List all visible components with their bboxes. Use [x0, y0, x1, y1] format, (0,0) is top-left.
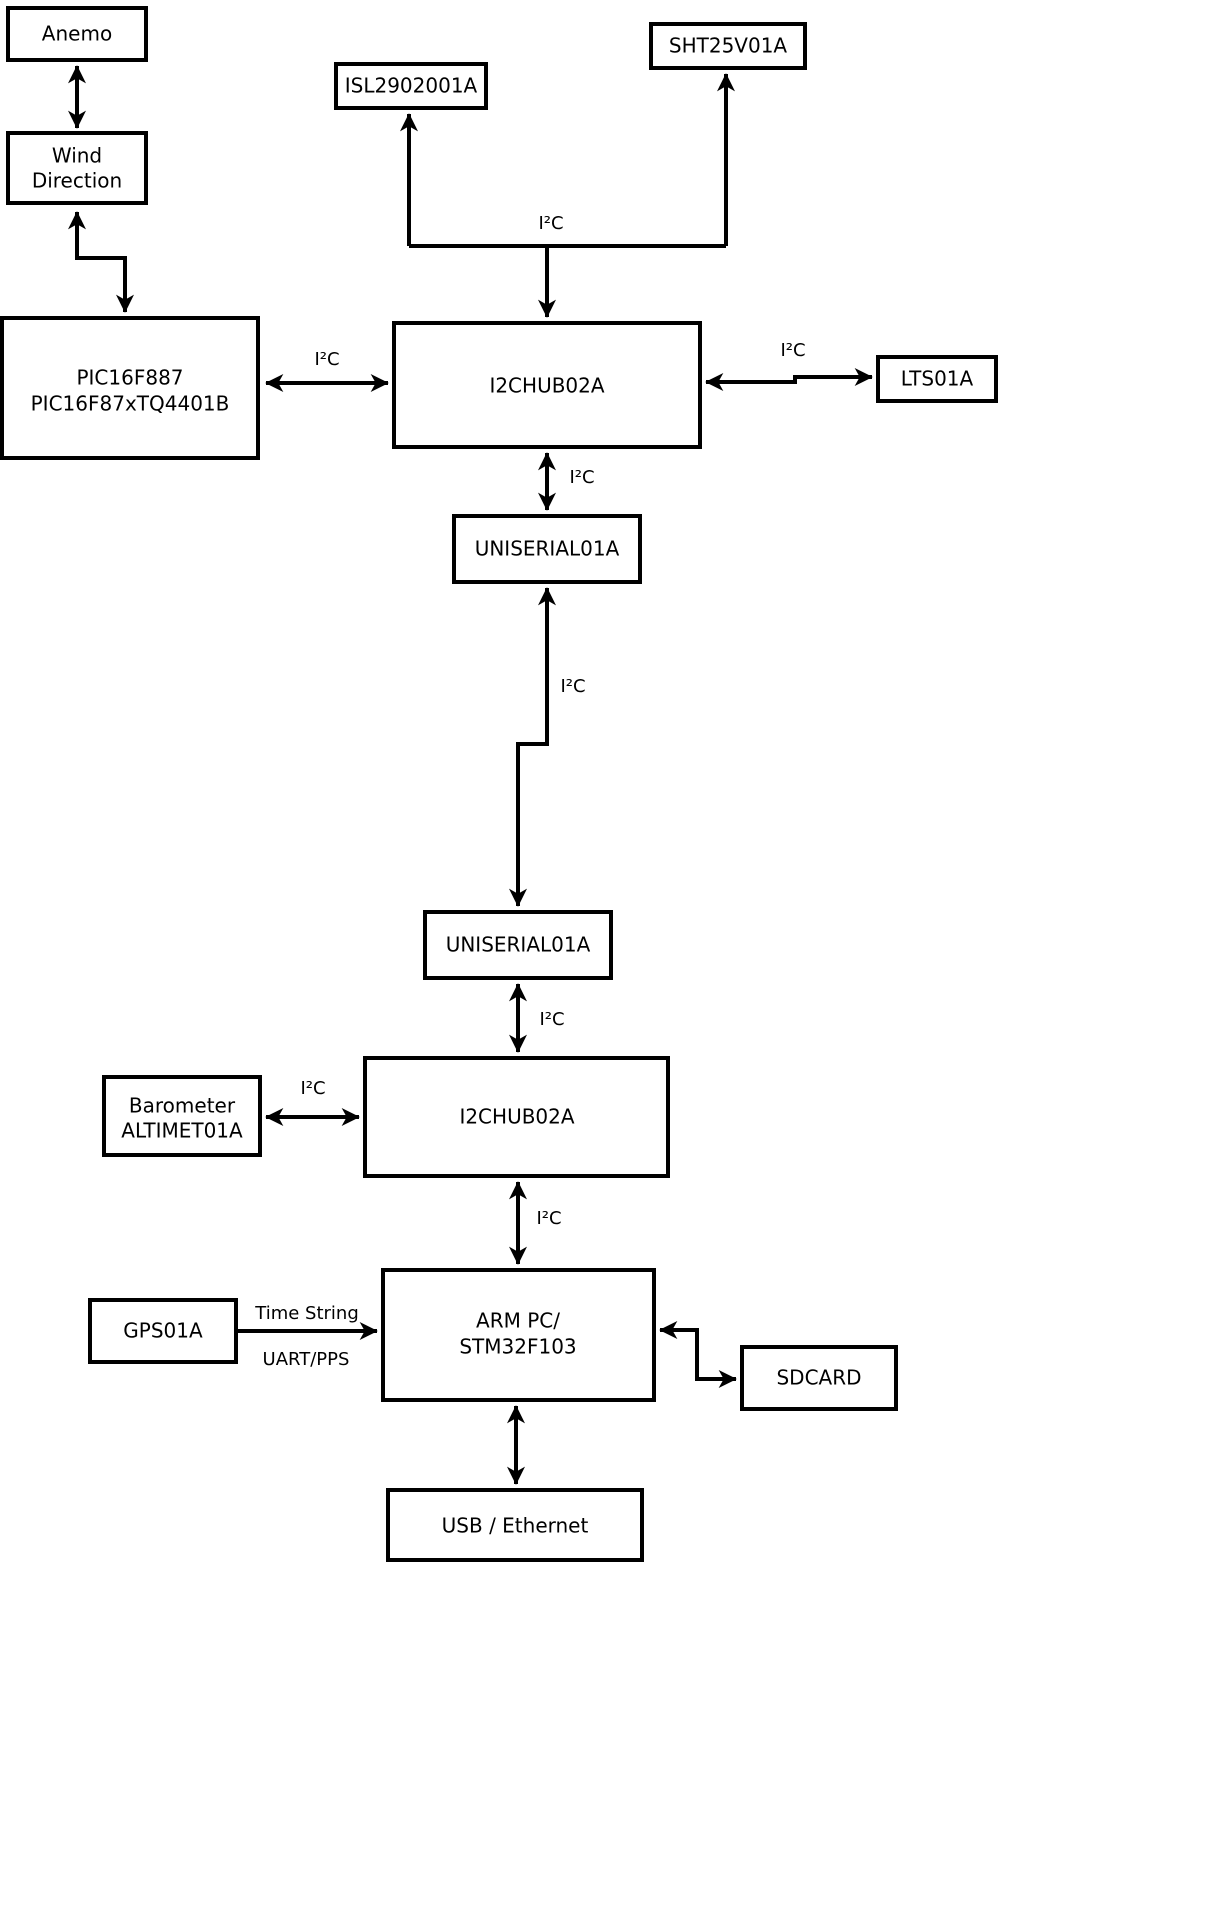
node-sht25v01a[interactable]: SHT25V01A [649, 22, 807, 70]
node-wind-direction[interactable]: Wind Direction [6, 131, 148, 205]
node-wind-direction-label-line2: Direction [32, 169, 122, 193]
node-arm-pc-stm32f103[interactable]: ARM PC/ STM32F103 [381, 1268, 656, 1402]
node-arm-pc-label-line2: STM32F103 [459, 1335, 576, 1359]
node-lts01a[interactable]: LTS01A [876, 355, 998, 403]
node-wind-direction-label-line1: Wind [52, 144, 102, 168]
edge-label-i2c-hub-uniserial1: I²C [569, 467, 594, 488]
node-anemo[interactable]: Anemo [6, 6, 148, 62]
node-sdcard[interactable]: SDCARD [740, 1345, 898, 1411]
node-barometer-label-line1: Barometer [129, 1094, 236, 1118]
node-usb-ethernet-label: USB / Ethernet [442, 1514, 589, 1538]
connection-uniserial1-uniserial2 [508, 587, 557, 907]
connection-pic-wind-direction [67, 211, 135, 313]
node-gps01a-label: GPS01A [123, 1319, 203, 1343]
node-barometer-altimet01a[interactable]: Barometer ALTIMET01A [102, 1075, 262, 1157]
edge-label-i2c-barometer-hub-bottom: I²C [300, 1078, 325, 1099]
edge-label-i2c-uniserial1-uniserial2: I²C [560, 676, 585, 697]
node-uniserial01a-lower-label: UNISERIAL01A [446, 933, 591, 957]
node-uniserial01a-upper-label: UNISERIAL01A [475, 537, 620, 561]
connection-i2chub-top-lts [705, 367, 873, 392]
node-sht25v01a-label: SHT25V01A [669, 34, 788, 58]
node-gps01a[interactable]: GPS01A [88, 1298, 238, 1364]
node-sdcard-label: SDCARD [776, 1366, 861, 1390]
node-pic16f887-label-line2: PIC16F87xTQ4401B [31, 392, 230, 416]
edge-label-i2c-hub-bottom-armpc: I²C [536, 1208, 561, 1229]
node-uniserial01a-upper[interactable]: UNISERIAL01A [452, 514, 642, 584]
node-barometer-label-line2: ALTIMET01A [121, 1119, 243, 1143]
node-lts01a-label: LTS01A [901, 367, 974, 391]
edge-label-i2c-pic-hub: I²C [314, 349, 339, 370]
node-i2chub02a-top-label: I2CHUB02A [489, 374, 604, 398]
connection-i2chub-top-bus [399, 73, 736, 318]
node-usb-ethernet[interactable]: USB / Ethernet [386, 1488, 644, 1562]
connection-armpc-sdcard [659, 1320, 737, 1389]
node-i2chub02a-bottom-label: I2CHUB02A [459, 1105, 574, 1129]
node-pic16f887-label-line1: PIC16F887 [76, 366, 183, 390]
node-i2chub02a-bottom[interactable]: I2CHUB02A [363, 1056, 670, 1178]
node-i2chub02a-top[interactable]: I2CHUB02A [392, 321, 702, 449]
node-arm-pc-label-line1: ARM PC/ [476, 1309, 560, 1333]
edge-label-i2c-uniserial2-hub-bottom: I²C [539, 1009, 564, 1030]
edge-label-time-string: Time String [254, 1303, 359, 1324]
node-anemo-label: Anemo [42, 22, 112, 46]
node-isl2902001a[interactable]: ISL2902001A [334, 62, 488, 110]
edge-label-uart-pps: UART/PPS [263, 1349, 350, 1370]
edge-label-i2c-bus-top: I²C [538, 213, 563, 234]
node-pic16f887[interactable]: PIC16F887 PIC16F87xTQ4401B [0, 316, 260, 460]
edge-label-i2c-hub-lts: I²C [780, 340, 805, 361]
node-uniserial01a-lower[interactable]: UNISERIAL01A [423, 910, 613, 980]
node-isl2902001a-label: ISL2902001A [345, 74, 478, 98]
